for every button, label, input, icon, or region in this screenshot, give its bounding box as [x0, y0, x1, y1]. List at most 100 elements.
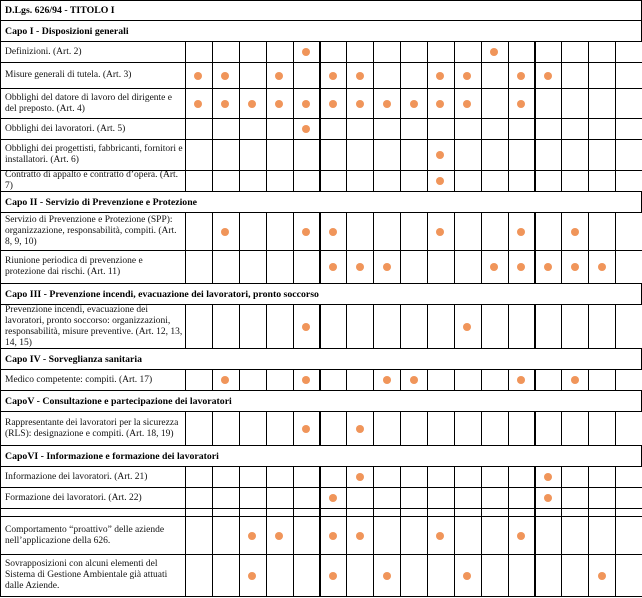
grid-cell	[185, 212, 213, 251]
grid-cell	[319, 411, 347, 446]
grid-cell	[319, 41, 347, 63]
row-label: Riunione periodica di prevenzione e prot…	[0, 250, 186, 284]
row-label: Definizioni. (Art. 2)	[0, 41, 186, 63]
grid-cell	[615, 304, 642, 349]
grid-cell	[373, 62, 401, 89]
marker-dot	[382, 263, 391, 271]
grid-cell	[427, 118, 455, 140]
grid-cell	[534, 139, 562, 171]
grid-cell	[427, 41, 455, 63]
grid-cell	[293, 554, 321, 597]
grid-cell	[481, 170, 509, 192]
marker-dot	[382, 571, 391, 580]
grid-cell	[266, 487, 294, 509]
grid-cell	[185, 487, 213, 509]
row-label-text: Informazione dei lavoratori. (Art. 21)	[5, 471, 148, 482]
grid-cell	[454, 118, 482, 140]
marker-dot	[275, 99, 284, 108]
grid-cell	[319, 369, 347, 391]
marker-dot	[517, 376, 526, 384]
grid-cell	[319, 170, 347, 192]
grid-cell	[561, 88, 589, 119]
marker-dot	[570, 263, 579, 271]
marker-dot	[463, 99, 472, 108]
grid-cell	[212, 411, 240, 446]
marker-dot	[543, 473, 552, 481]
grid-cell	[534, 118, 562, 140]
grid-cell	[588, 118, 616, 140]
grid-cell	[454, 41, 482, 63]
marker-dot	[463, 71, 472, 80]
grid-cell	[534, 304, 562, 349]
row-label-text: Obblighi dei progettisti, fabbricanti, f…	[5, 144, 183, 165]
grid-cell	[481, 88, 509, 119]
grid-cell	[615, 554, 642, 597]
marker-dot	[517, 531, 526, 540]
grid-cell	[588, 212, 616, 251]
grid-cell	[508, 411, 536, 446]
grid-cell	[481, 212, 509, 251]
grid-cell	[454, 411, 482, 446]
grid-cell	[481, 411, 509, 446]
marker-dot	[382, 99, 391, 108]
marker-dot	[409, 376, 418, 384]
grid-cell	[400, 554, 428, 597]
row-label-text: Formazione dei lavoratori. (Art. 22)	[5, 492, 142, 503]
grid-cell	[319, 304, 347, 349]
grid-cell	[534, 212, 562, 251]
grid-cell	[561, 466, 589, 488]
row-label-text: Riunione periodica di prevenzione e prot…	[5, 256, 143, 277]
grid-cell	[615, 212, 642, 251]
marker-dot	[301, 424, 310, 433]
grid-cell	[400, 487, 428, 509]
grid-cell	[508, 466, 536, 488]
grid-cell	[239, 62, 267, 89]
marker-dot	[328, 99, 337, 108]
grid-cell	[454, 212, 482, 251]
grid-cell	[346, 487, 374, 509]
grid-cell	[615, 466, 642, 488]
section-header: Capo II - Servizio di Prevenzione e Prot…	[0, 191, 642, 213]
grid-cell	[534, 369, 562, 391]
grid-cell	[212, 516, 240, 555]
grid-cell	[185, 466, 213, 488]
row-label-text: Obblighi del datore di lavoro del dirige…	[5, 92, 172, 114]
grid-cell	[400, 466, 428, 488]
grid-cell	[454, 466, 482, 488]
row-label: Servizio di Prevenzione e Protezione (SP…	[0, 212, 186, 251]
marker-dot	[248, 571, 257, 580]
row-label-text: Rappresentante dei lavoratori per la sic…	[5, 417, 179, 439]
grid-cell	[185, 139, 213, 171]
grid-cell	[319, 139, 347, 171]
marker-dot	[355, 424, 364, 433]
grid-cell	[373, 118, 401, 140]
marker-dot	[355, 531, 364, 540]
grid-cell	[293, 466, 321, 488]
grid-cell	[400, 170, 428, 192]
grid-cell	[346, 41, 374, 63]
grid-cell	[588, 369, 616, 391]
grid-cell	[400, 62, 428, 89]
row-label: Medico competente: compiti. (Art. 17)	[0, 369, 186, 391]
marker-dot	[543, 71, 552, 80]
marker-dot	[517, 71, 526, 80]
marker-dot	[463, 571, 472, 580]
grid-cell	[373, 304, 401, 349]
grid-cell	[293, 487, 321, 509]
grid-cell	[588, 304, 616, 349]
grid-cell	[185, 411, 213, 446]
grid-cell	[266, 554, 294, 597]
marker-dot	[328, 71, 337, 80]
grid-cell	[534, 170, 562, 192]
table-title: D.Lgs. 626/94 - TITOLO I	[0, 0, 642, 21]
grid-cell	[615, 411, 642, 446]
marker-dot	[355, 71, 364, 80]
grid-cell	[561, 487, 589, 509]
marker-dot	[597, 263, 606, 271]
grid-cell	[561, 118, 589, 140]
marker-dot	[194, 99, 203, 108]
grid-cell	[373, 466, 401, 488]
grid-cell	[346, 118, 374, 140]
grid-cell	[373, 212, 401, 251]
grid-cell	[400, 250, 428, 284]
